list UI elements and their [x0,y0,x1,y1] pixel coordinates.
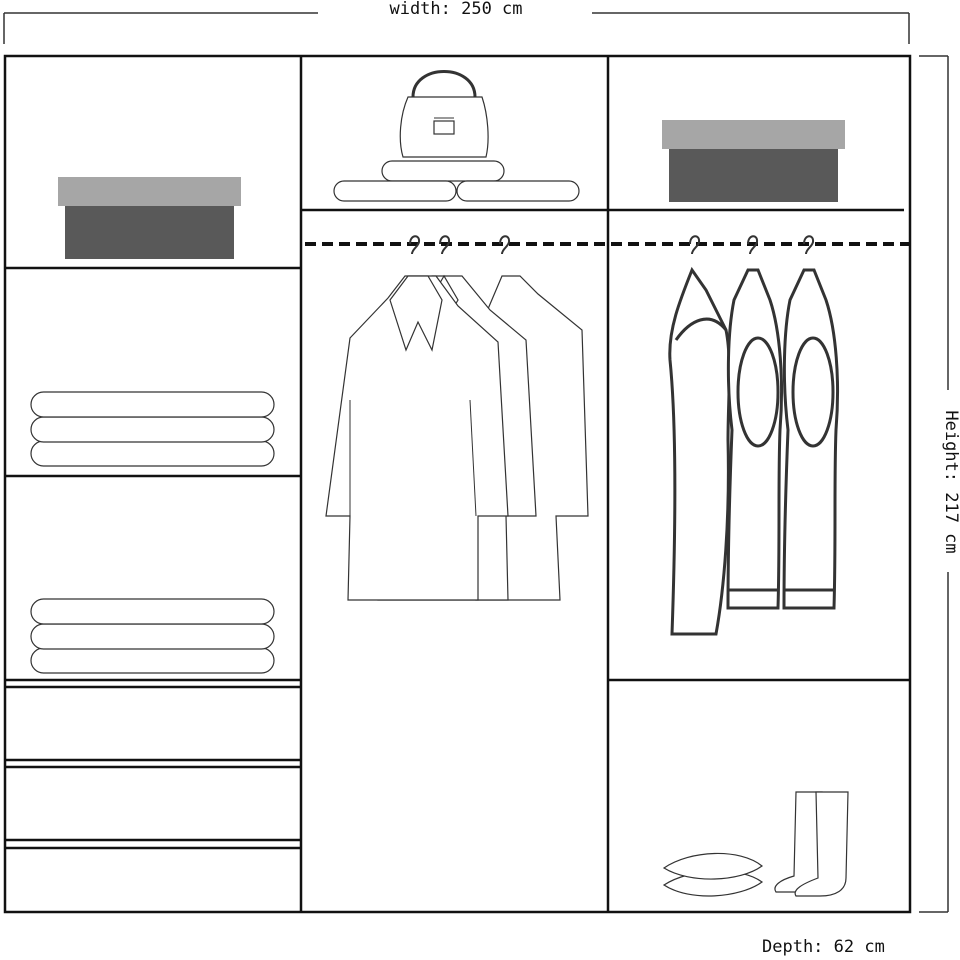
depth-label: Depth: 62 cm [762,937,885,957]
coat-icon [325,235,509,601]
height-dimension: Height: 217 cm [919,55,960,913]
right-compartment [608,208,910,682]
folded-clothes-icon [30,391,275,467]
height-label: Height: 217 cm [941,410,960,553]
dress-icon [726,235,784,610]
folded-clothes-icon [333,160,580,202]
width-label: width: 250 cm [389,0,522,19]
storage-box-icon [58,177,241,259]
width-dimension: width: 250 cm [3,0,910,44]
dress-icon [668,235,731,636]
drawer [6,768,300,839]
dress-icon [782,235,840,610]
handbag-icon [399,70,489,158]
drawer [6,688,300,759]
cushion-icon [662,852,764,897]
storage-box-icon [662,120,845,202]
left-compartment [5,266,301,911]
drawer [6,849,300,911]
boots-icon [774,791,849,897]
wardrobe-frame [3,54,912,914]
folded-clothes-icon [30,598,275,674]
